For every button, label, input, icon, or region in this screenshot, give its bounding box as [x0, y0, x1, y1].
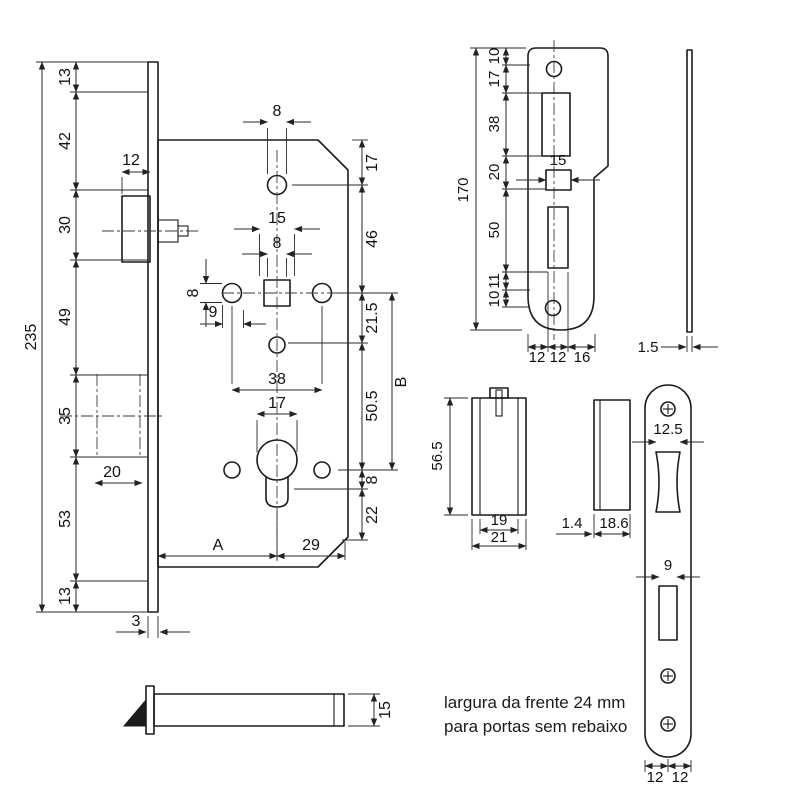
dim-22: 22	[364, 506, 381, 524]
dim-s12a: 12	[529, 349, 546, 366]
strike-tab-opening	[545, 169, 572, 191]
middle-hole	[268, 336, 286, 354]
flat-plate-screw-hole-mid	[660, 668, 676, 684]
strike-plate-outline	[527, 47, 609, 331]
strike-bottom-dimensions	[527, 272, 596, 352]
latch-piece-dimensions	[444, 397, 527, 550]
flat-plate-outline	[644, 384, 692, 758]
dim-49: 49	[57, 308, 74, 326]
lower-right-hole	[313, 461, 331, 479]
dim-35: 35	[57, 407, 74, 425]
strike-latch-opening	[541, 92, 571, 157]
strike-left-dimensions	[470, 47, 548, 331]
dim-s20: 20	[486, 164, 503, 181]
main-bottom-dimensions	[116, 512, 346, 638]
dim-42: 42	[57, 132, 74, 150]
edge-dimensions	[348, 693, 380, 727]
latch-piece-slot	[495, 389, 503, 417]
dim-A: A	[213, 537, 224, 554]
dim-29: 29	[302, 537, 320, 554]
latch-piece-side-dimensions	[556, 514, 631, 538]
dim-8-square: 8	[273, 235, 282, 252]
dim-s10-top: 10	[486, 48, 503, 65]
dim-15-follower: 15	[268, 210, 286, 227]
latch-tip-bevel	[122, 698, 147, 727]
follower-dimensions	[200, 225, 320, 328]
latch-bolt-head	[121, 195, 151, 263]
dim-s16: 16	[574, 349, 591, 366]
dim-19: 19	[491, 512, 508, 529]
dim-170: 170	[455, 177, 472, 202]
strike-bolt-opening	[547, 206, 569, 269]
main-lock-view: 235 13 42 30 49 35 53 13 12 8	[23, 61, 410, 638]
dim-s12b: 12	[550, 349, 567, 366]
strike-plate-side-view	[686, 49, 693, 333]
dim-8-cyl: 8	[364, 475, 381, 484]
dim-50-5: 50.5	[364, 390, 381, 421]
dim-46: 46	[364, 230, 381, 248]
dim-53: 53	[57, 510, 74, 528]
note-line-1: largura da frente 24 mm	[444, 693, 625, 712]
dim-s50: 50	[486, 222, 503, 239]
faceplate	[147, 61, 159, 613]
dim-56-5: 56.5	[429, 441, 446, 470]
dim-3: 3	[132, 613, 141, 630]
dim-8-top-hole: 8	[273, 103, 282, 120]
dim-s17: 17	[486, 71, 503, 88]
cylinder-dimensions	[94, 306, 323, 487]
strike-top-screw-hole	[545, 60, 563, 78]
latch-piece-top-tab	[489, 387, 509, 399]
flat-plate-dimensions	[632, 438, 704, 772]
dim-18-6: 18.6	[599, 515, 628, 532]
dim-12: 12	[122, 152, 140, 169]
dim-B: B	[393, 377, 410, 388]
lock-edge-view: 15	[122, 685, 394, 735]
dim-p12b: 12	[672, 769, 689, 786]
faceplate-edge	[145, 685, 155, 735]
main-right-dimensions	[288, 139, 398, 541]
dim-s15: 15	[550, 152, 567, 169]
dim-21: 21	[491, 529, 508, 546]
dim-s10-bottom: 10	[486, 291, 503, 308]
strike-bottom-screw-hole	[544, 299, 562, 317]
dim-p9: 9	[664, 557, 672, 574]
latch-piece-view: 56.5 19 21 1.4 18.6	[429, 387, 631, 550]
flat-strike-plate-view: 12.5 9 12 12	[632, 384, 704, 786]
dim-1-5: 1.5	[638, 339, 659, 356]
dim-13-bottom: 13	[57, 587, 74, 605]
note-block: largura da frente 24 mm para portas sem …	[444, 693, 627, 736]
dim-9: 9	[209, 304, 218, 321]
strike-thickness-dimension	[661, 336, 718, 352]
dim-13-top: 13	[57, 68, 74, 86]
dim-20: 20	[103, 464, 121, 481]
dim-30: 30	[57, 216, 74, 234]
case-edge	[153, 693, 345, 727]
dim-12-5: 12.5	[653, 421, 682, 438]
dim-17-cylinder: 17	[268, 395, 286, 412]
flat-plate-bolt-cutout	[658, 585, 678, 641]
lower-left-hole	[223, 461, 241, 479]
dim-21-5: 21.5	[364, 302, 381, 333]
main-top-dimensions	[121, 118, 311, 194]
flat-plate-latch-cutout	[655, 451, 681, 513]
dim-38: 38	[268, 371, 286, 388]
flat-plate-screw-hole-top	[660, 401, 676, 417]
dim-8-hole: 8	[185, 288, 202, 297]
dim-17-top: 17	[364, 154, 381, 172]
dim-1-4: 1.4	[562, 515, 583, 532]
dim-s11: 11	[486, 273, 503, 289]
latch-piece-side-view	[593, 399, 631, 511]
dim-p12a: 12	[647, 769, 664, 786]
dim-15-edge: 15	[377, 701, 394, 719]
dim-total-height: 235	[23, 324, 40, 351]
dim-s38: 38	[486, 116, 503, 133]
flat-plate-screw-hole-bottom	[660, 716, 676, 732]
lock-case	[157, 139, 349, 568]
main-left-dimensions	[36, 61, 148, 613]
note-line-2: para portas sem rebaixo	[444, 717, 627, 736]
strike-plate-view: 170 10 17 38 20 50 11 10 15 12 12 16	[455, 40, 718, 366]
